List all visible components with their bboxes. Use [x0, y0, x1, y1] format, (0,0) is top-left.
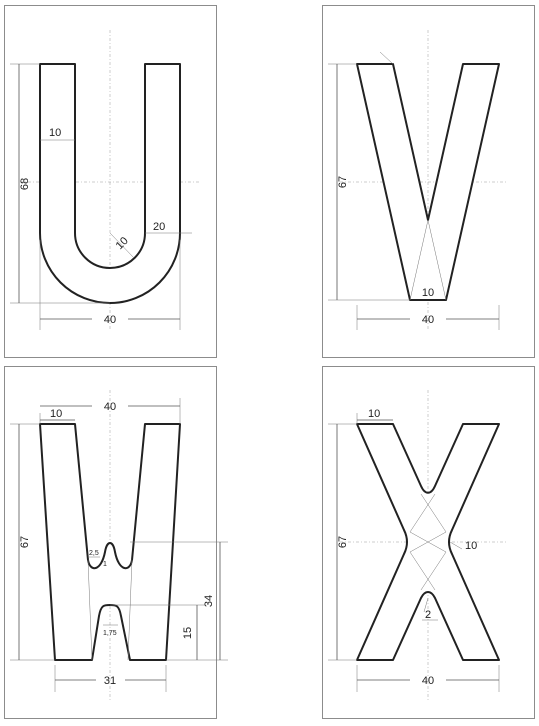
- x-construct-6: [409, 551, 436, 591]
- v-height-label: 67: [337, 176, 349, 188]
- panel-u-frame: [4, 5, 217, 358]
- x-construct-2: [409, 531, 447, 553]
- v-construct-left: [409, 219, 429, 301]
- u-width-label: 40: [104, 314, 116, 326]
- u-offset-label: 20: [153, 221, 165, 233]
- panel-x: 10 67 10 2 40: [322, 366, 535, 719]
- w-small-a-label: 2,5: [89, 550, 99, 557]
- x-top-width-label: 10: [368, 408, 380, 420]
- w-height-label: 67: [19, 536, 31, 548]
- x-radius-label: 10: [465, 540, 477, 552]
- x-small-leader: [423, 597, 429, 613]
- v-width-label: 40: [422, 314, 434, 326]
- x-construct-5: [420, 551, 447, 591]
- w-letter-shape: [39, 423, 181, 661]
- x-height-label: 67: [337, 536, 349, 548]
- panel-v-frame: [322, 5, 535, 358]
- panel-v: 67 10 40: [322, 5, 535, 358]
- v-bottom-width-label: 10: [422, 287, 434, 299]
- w-construct-left: [87, 559, 93, 661]
- u-letter-shape: [39, 63, 181, 304]
- w-width-label: 40: [104, 401, 116, 413]
- x-radius-leader: [449, 541, 463, 550]
- w-small-b-label: 1: [103, 561, 107, 568]
- u-stroke-label: 10: [49, 127, 61, 139]
- w-low-height-label: 15: [182, 627, 194, 639]
- x-construct-4: [409, 493, 436, 533]
- x-construct-3: [420, 493, 447, 533]
- panel-w: 10 40 67 2,5 1 1,75 34 15 31: [4, 366, 228, 719]
- v-construct-right: [427, 219, 447, 301]
- w-mid-height-label: 34: [203, 595, 215, 607]
- w-construct-right: [127, 559, 133, 661]
- u-height-label: 68: [19, 178, 31, 190]
- w-bottom-width-label: 31: [104, 675, 116, 687]
- w-small-c-label: 1,75: [103, 630, 117, 637]
- panel-u: 68 10 10 20 40: [4, 5, 217, 358]
- x-width-label: 40: [422, 675, 434, 687]
- w-top-width-label: 10: [50, 408, 62, 420]
- v-letter-shape: [356, 63, 500, 301]
- v-construct-top: [379, 51, 394, 65]
- u-radius-line: [109, 232, 135, 259]
- x-small-label: 2: [425, 609, 431, 621]
